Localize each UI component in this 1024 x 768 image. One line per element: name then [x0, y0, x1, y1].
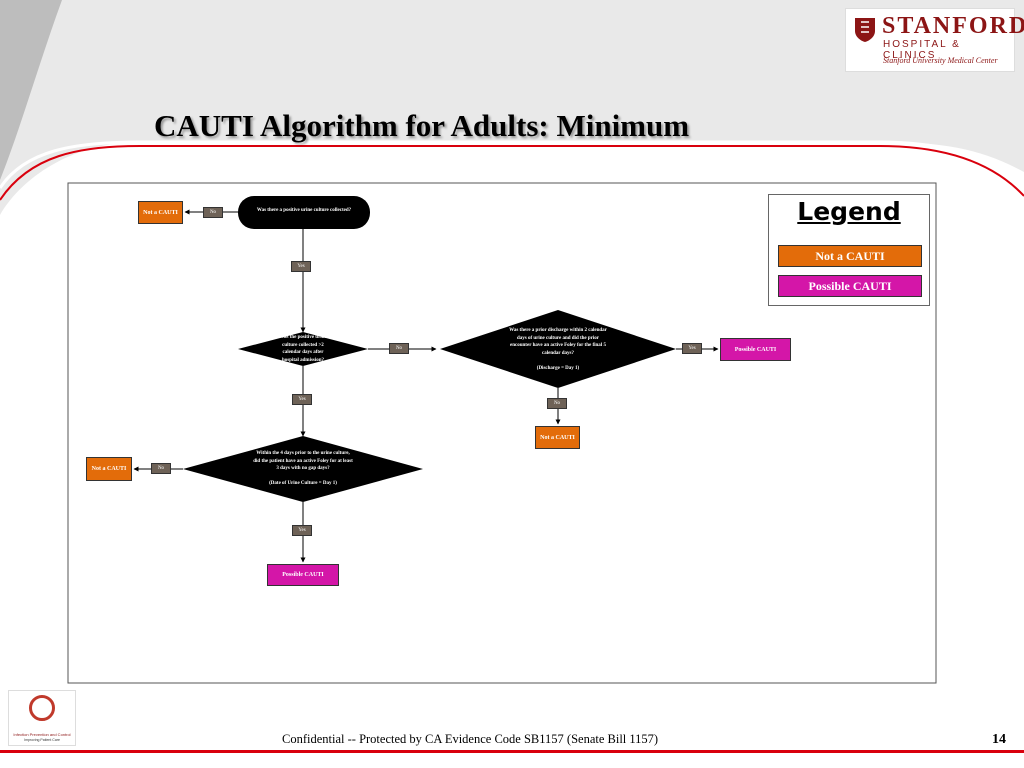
tag-no-4: No — [151, 463, 171, 474]
tag-no-3: No — [547, 398, 567, 409]
q4-text: Within the 4 days prior to the urine cul… — [253, 451, 353, 486]
tag-yes-2: Yes — [682, 343, 702, 354]
legend-possible-cauti: Possible CAUTI — [778, 275, 922, 297]
tag-yes-1: Yes — [291, 261, 311, 272]
outcome-not-cauti-2: Not a CAUTI — [535, 426, 580, 449]
infection-prevention-logo: Infection Prevention and Control Improvi… — [8, 690, 76, 746]
outcome-not-cauti-1: Not a CAUTI — [138, 201, 183, 224]
outcome-not-cauti-3: Not a CAUTI — [86, 457, 132, 481]
logo-center-text: Stanford University Medical Center — [883, 56, 998, 65]
decision-active-foley — [183, 436, 423, 502]
stanford-logo: STANFORD HOSPITAL & CLINICS Stanford Uni… — [845, 8, 1024, 72]
legend: Legend Not a CAUTI Possible CAUTI — [768, 194, 930, 306]
shield-icon — [855, 18, 875, 42]
tag-no-2: No — [389, 343, 409, 354]
footer-text: Confidential -- Protected by CA Evidence… — [282, 732, 659, 746]
tag-yes-3: Yes — [292, 394, 312, 405]
decision-prior-discharge — [440, 310, 676, 388]
q2-text: Was the positive urine culture collected… — [279, 335, 327, 363]
bottom-logo-line2: Improving Patient Care — [24, 738, 60, 742]
q1-text: Was there a positive urine culture colle… — [256, 208, 352, 213]
page-number: 14 — [992, 732, 1006, 747]
logo-name: STANFORD — [882, 13, 1024, 39]
tag-no-1: No — [203, 207, 223, 218]
tag-yes-4: Yes — [292, 525, 312, 536]
logo-subtitle: HOSPITAL & CLINICS — [883, 39, 961, 61]
legend-not-cauti: Not a CAUTI — [778, 245, 922, 267]
decision-collected-after-admission — [238, 332, 368, 366]
outcome-possible-cauti-2: Possible CAUTI — [267, 564, 339, 586]
decision-positive-culture — [238, 196, 370, 229]
bottom-logo-line1: Infection Prevention and Control — [13, 732, 71, 737]
outcome-possible-cauti-1: Possible CAUTI — [720, 338, 791, 361]
legend-title: Legend — [797, 197, 901, 226]
badge-icon — [29, 695, 55, 721]
slide-title: CAUTI Algorithm for Adults: Minimum — [154, 108, 690, 143]
q3-text: Was there a prior discharge within 2 cal… — [509, 328, 607, 371]
